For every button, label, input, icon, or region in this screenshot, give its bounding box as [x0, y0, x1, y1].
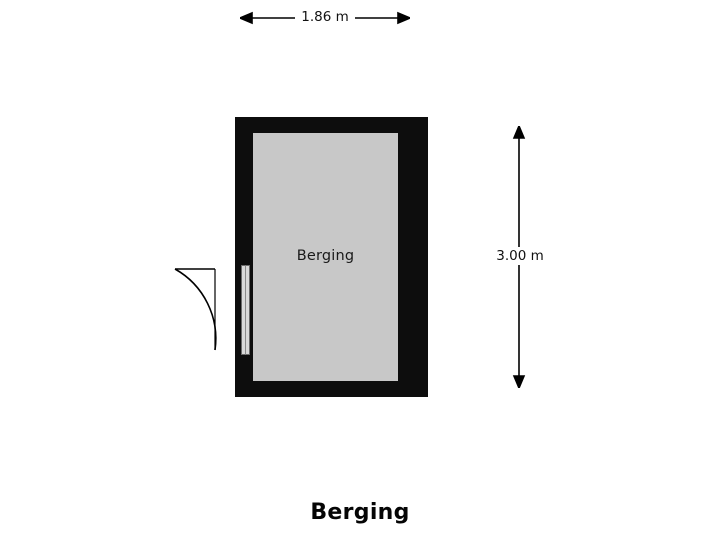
arrow-right-icon — [397, 11, 410, 25]
door-swing-icon — [168, 262, 258, 358]
room-interior — [253, 133, 398, 381]
width-dimension-value: 1.86 m — [295, 8, 355, 26]
arrow-left-icon — [240, 11, 253, 25]
height-dimension-value: 3.00 m — [490, 247, 550, 265]
page-title: Berging — [310, 500, 410, 525]
height-dimension-label: 3.00 m — [460, 247, 580, 265]
room-label: Berging — [296, 248, 355, 264]
arrow-up-icon — [512, 126, 526, 139]
width-dimension-label: 1.86 m — [240, 8, 410, 26]
arrow-down-icon — [512, 375, 526, 388]
